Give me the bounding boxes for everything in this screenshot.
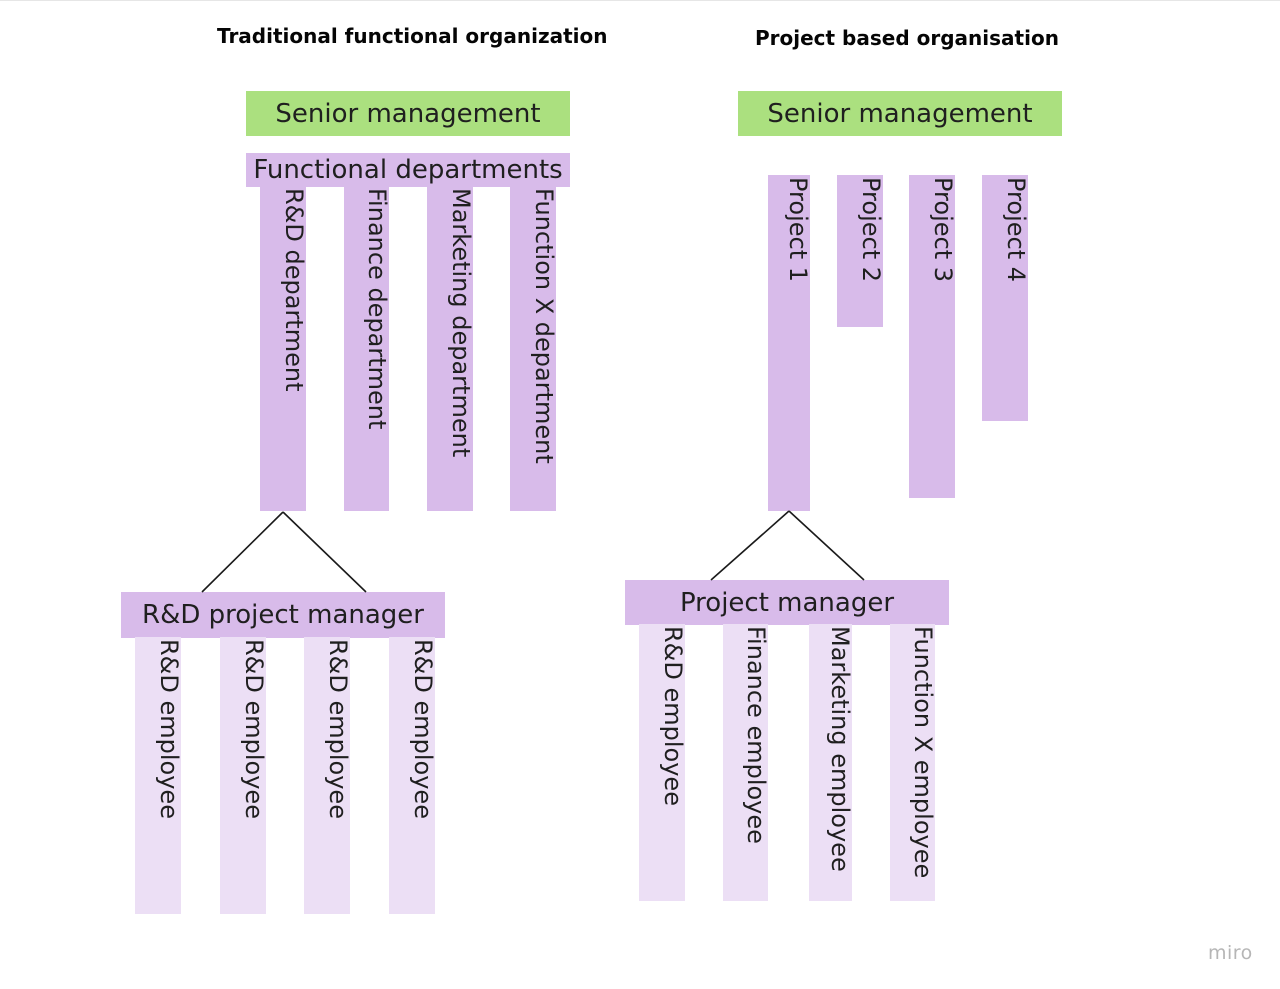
rd-department-label: R&D department [280,188,306,392]
left-employee-label-1: R&D employee [155,639,181,819]
right-employee-column-1[interactable]: R&D employee [639,624,685,901]
finance-department-column[interactable]: Finance department [344,186,389,511]
left-employee-label-4: R&D employee [409,639,435,819]
left-employee-column-3[interactable]: R&D employee [304,637,350,914]
top-border [0,0,1280,1]
right-employee-label-4: Function X employee [909,626,935,879]
left-connector-line-a [201,511,284,593]
rd-department-column[interactable]: R&D department [260,186,306,511]
functional-departments-bar[interactable]: Functional departments [246,153,570,187]
right-employee-column-3[interactable]: Marketing employee [809,624,852,901]
project-2-label: Project 2 [857,177,883,283]
finance-department-label: Finance department [363,188,389,430]
right-connector-line-a [710,510,790,581]
rd-project-manager-bar[interactable]: R&D project manager [121,592,445,638]
function-x-department-column[interactable]: Function X department [510,186,556,511]
left-connector-line-b [282,511,367,593]
function-x-department-label: Function X department [530,188,556,464]
marketing-department-label: Marketing department [447,188,473,458]
project-4-column[interactable]: Project 4 [982,175,1028,421]
right-employee-column-4[interactable]: Function X employee [890,624,935,901]
right-employee-label-3: Marketing employee [826,626,852,872]
project-1-column[interactable]: Project 1 [768,175,810,511]
miro-watermark: miro [1208,942,1253,964]
right-connector-line-b [788,510,865,581]
left-employee-column-2[interactable]: R&D employee [220,637,266,914]
project-3-column[interactable]: Project 3 [909,175,955,498]
left-senior-management-box[interactable]: Senior management [246,91,570,136]
right-employee-label-2: Finance employee [742,626,768,844]
right-employee-column-2[interactable]: Finance employee [723,624,768,901]
right-employee-label-1: R&D employee [659,626,685,806]
left-employee-column-1[interactable]: R&D employee [135,637,181,914]
project-4-label: Project 4 [1002,177,1028,283]
project-manager-bar[interactable]: Project manager [625,580,949,625]
left-title: Traditional functional organization [217,24,608,48]
right-title: Project based organisation [755,26,1059,50]
marketing-department-column[interactable]: Marketing department [427,186,473,511]
right-senior-management-box[interactable]: Senior management [738,91,1062,136]
project-2-column[interactable]: Project 2 [837,175,883,327]
left-employee-column-4[interactable]: R&D employee [389,637,435,914]
left-employee-label-3: R&D employee [324,639,350,819]
project-3-label: Project 3 [929,177,955,283]
project-1-label: Project 1 [784,177,810,283]
left-employee-label-2: R&D employee [240,639,266,819]
